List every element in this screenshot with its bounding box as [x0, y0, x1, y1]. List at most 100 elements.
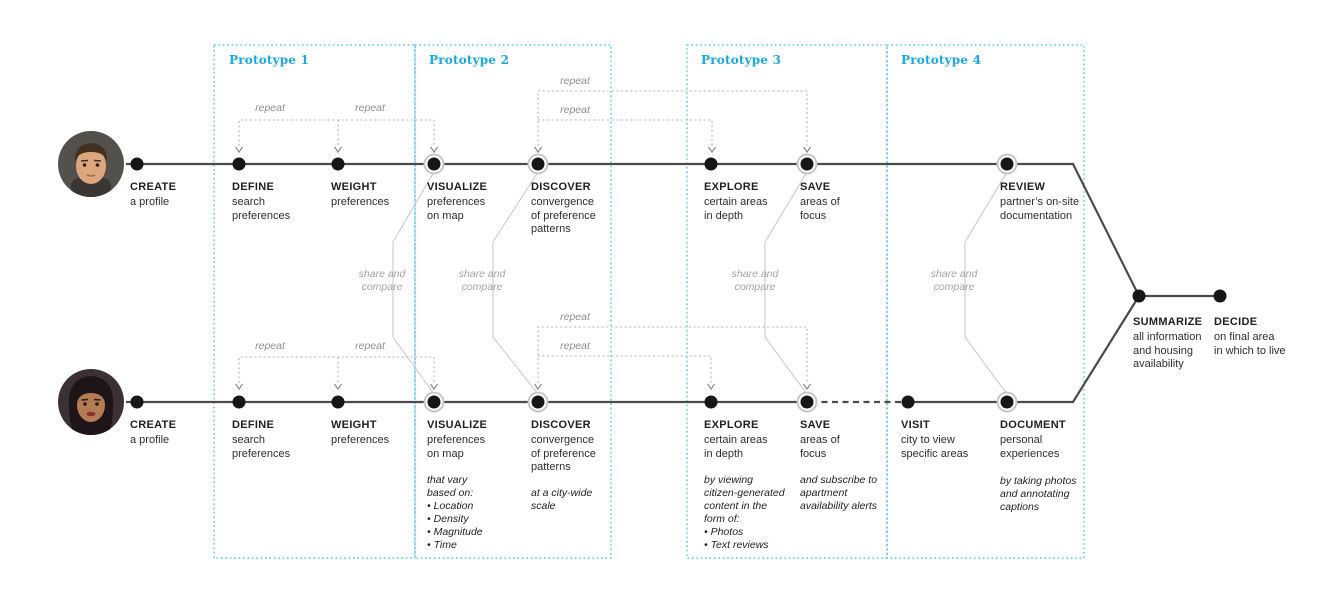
down-arrowhead-icon	[533, 146, 543, 154]
step-subtitle: a profile	[130, 196, 170, 208]
step-title: CREATE	[130, 181, 177, 193]
prototype-2-box	[414, 44, 612, 559]
share-compare-connector-visualize	[392, 171, 435, 395]
node-summarize	[1132, 289, 1146, 303]
step-subtitle: areas of focus	[800, 196, 840, 222]
partner-a-timeline	[126, 162, 1220, 298]
step-bottom-create: CREATE a profile	[130, 419, 224, 448]
face	[76, 148, 106, 184]
step-subtitle: partner’s on-site documentation	[1000, 196, 1080, 222]
step-bottom-weight: WEIGHT preferences	[331, 419, 425, 448]
step-title: DEFINE	[232, 419, 275, 431]
step-subtitle: preferences	[331, 196, 390, 208]
step-title: SUMMARIZE	[1133, 316, 1203, 328]
repeat-loop-top-p2-inner	[538, 119, 713, 146]
node-top-save	[800, 157, 814, 171]
step-title: VISIT	[901, 419, 931, 431]
share-and-compare-label: share and compare	[731, 268, 779, 293]
node-top-create	[130, 157, 144, 171]
prototype-2-label: Prototype 2	[429, 53, 510, 67]
step-title: VISUALIZE	[427, 419, 488, 431]
share-compare-connector-discover	[492, 171, 539, 395]
step-bottom-explore: EXPLORE certain areas in depth	[704, 419, 798, 461]
repeat-label: repeat	[255, 102, 285, 114]
step-bottom-visit: VISIT city to view specific areas	[901, 419, 995, 461]
step-detail-document: by taking photos and annotating captions	[1000, 475, 1077, 513]
partner-b-timeline-end	[903, 295, 1140, 404]
share-and-compare-label: share and compare	[358, 268, 406, 293]
step-title: DISCOVER	[531, 181, 591, 193]
share-and-compare-label: share and compare	[458, 268, 506, 293]
step-subtitle: search preferences	[232, 434, 291, 460]
step-subtitle: certain areas in depth	[704, 434, 768, 460]
step-summarize: SUMMARIZE all information and housing av…	[1133, 316, 1227, 372]
step-top-explore: EXPLORE certain areas in depth	[704, 181, 798, 223]
step-detail-explore: by viewing citizen-generated content in …	[704, 474, 785, 551]
down-arrowhead-icon	[707, 146, 717, 154]
repeat-loop-bottom-p2-inner	[538, 355, 712, 383]
partner-b-avatar	[58, 369, 124, 435]
mouth	[86, 174, 96, 177]
repeat-loop-top-p2-outer	[537, 90, 808, 146]
lips	[86, 411, 96, 417]
repeat-loop-bottom-p2-outer	[537, 326, 808, 383]
step-subtitle: all information and housing availability	[1133, 331, 1202, 370]
node-bottom-weight	[331, 395, 345, 409]
node-top-explore	[704, 157, 718, 171]
node-top-define	[232, 157, 246, 171]
node-bottom-discover	[531, 395, 545, 409]
node-bottom-create	[130, 395, 144, 409]
down-arrowhead-icon	[234, 383, 244, 391]
down-arrowhead-icon	[429, 146, 439, 154]
step-top-visualize: VISUALIZE preferences on map	[427, 181, 521, 223]
node-decide	[1213, 289, 1227, 303]
step-subtitle: search preferences	[232, 196, 291, 222]
prototype-4-label: Prototype 4	[901, 53, 982, 67]
share-and-compare-label: share and compare	[930, 268, 978, 293]
step-top-create: CREATE a profile	[130, 181, 224, 210]
step-subtitle: certain areas in depth	[704, 196, 768, 222]
node-top-discover	[531, 157, 545, 171]
step-top-review: REVIEW partner’s on-site documentation	[1000, 181, 1094, 223]
step-title: EXPLORE	[704, 419, 759, 431]
repeat-label: repeat	[255, 340, 285, 352]
node-bottom-define	[232, 395, 246, 409]
step-top-weight: WEIGHT preferences	[331, 181, 425, 210]
node-bottom-document	[1000, 395, 1014, 409]
step-title: DEFINE	[232, 181, 275, 193]
prototype-1-label: Prototype 1	[229, 53, 310, 67]
node-top-review	[1000, 157, 1014, 171]
step-bottom-visualize: VISUALIZE preferences on map	[427, 419, 521, 461]
down-arrowhead-icon	[802, 146, 812, 154]
partner-a-avatar	[58, 131, 124, 197]
step-title: WEIGHT	[331, 419, 377, 431]
step-detail-visualize: that vary based on: • Location • Density…	[427, 474, 483, 551]
share-compare-connector-save	[764, 171, 808, 395]
step-subtitle: preferences	[331, 434, 390, 446]
prototype-1-box	[213, 44, 416, 559]
repeat-label: repeat	[560, 75, 590, 87]
step-title: WEIGHT	[331, 181, 377, 193]
step-title: DECIDE	[1214, 316, 1258, 328]
node-bottom-explore	[704, 395, 718, 409]
down-arrowhead-icon	[706, 383, 716, 391]
repeat-label: repeat	[560, 311, 590, 323]
step-bottom-save: SAVE areas of focus	[800, 419, 894, 461]
down-arrowhead-icon	[333, 383, 343, 391]
step-subtitle: preferences on map	[427, 196, 486, 222]
hair	[74, 143, 108, 162]
step-title: DISCOVER	[531, 419, 591, 431]
node-top-visualize	[427, 157, 441, 171]
step-top-save: SAVE areas of focus	[800, 181, 894, 223]
step-title: VISUALIZE	[427, 181, 488, 193]
step-title: EXPLORE	[704, 181, 759, 193]
repeat-label: repeat	[560, 104, 590, 116]
step-top-discover: DISCOVER convergence of preference patte…	[531, 181, 625, 237]
repeat-label: repeat	[355, 340, 385, 352]
step-subtitle: on final area in which to live	[1214, 331, 1286, 357]
step-decide: DECIDE on final area in which to live	[1214, 316, 1308, 358]
down-arrowhead-icon	[802, 383, 812, 391]
prototype-3-label: Prototype 3	[701, 53, 782, 67]
